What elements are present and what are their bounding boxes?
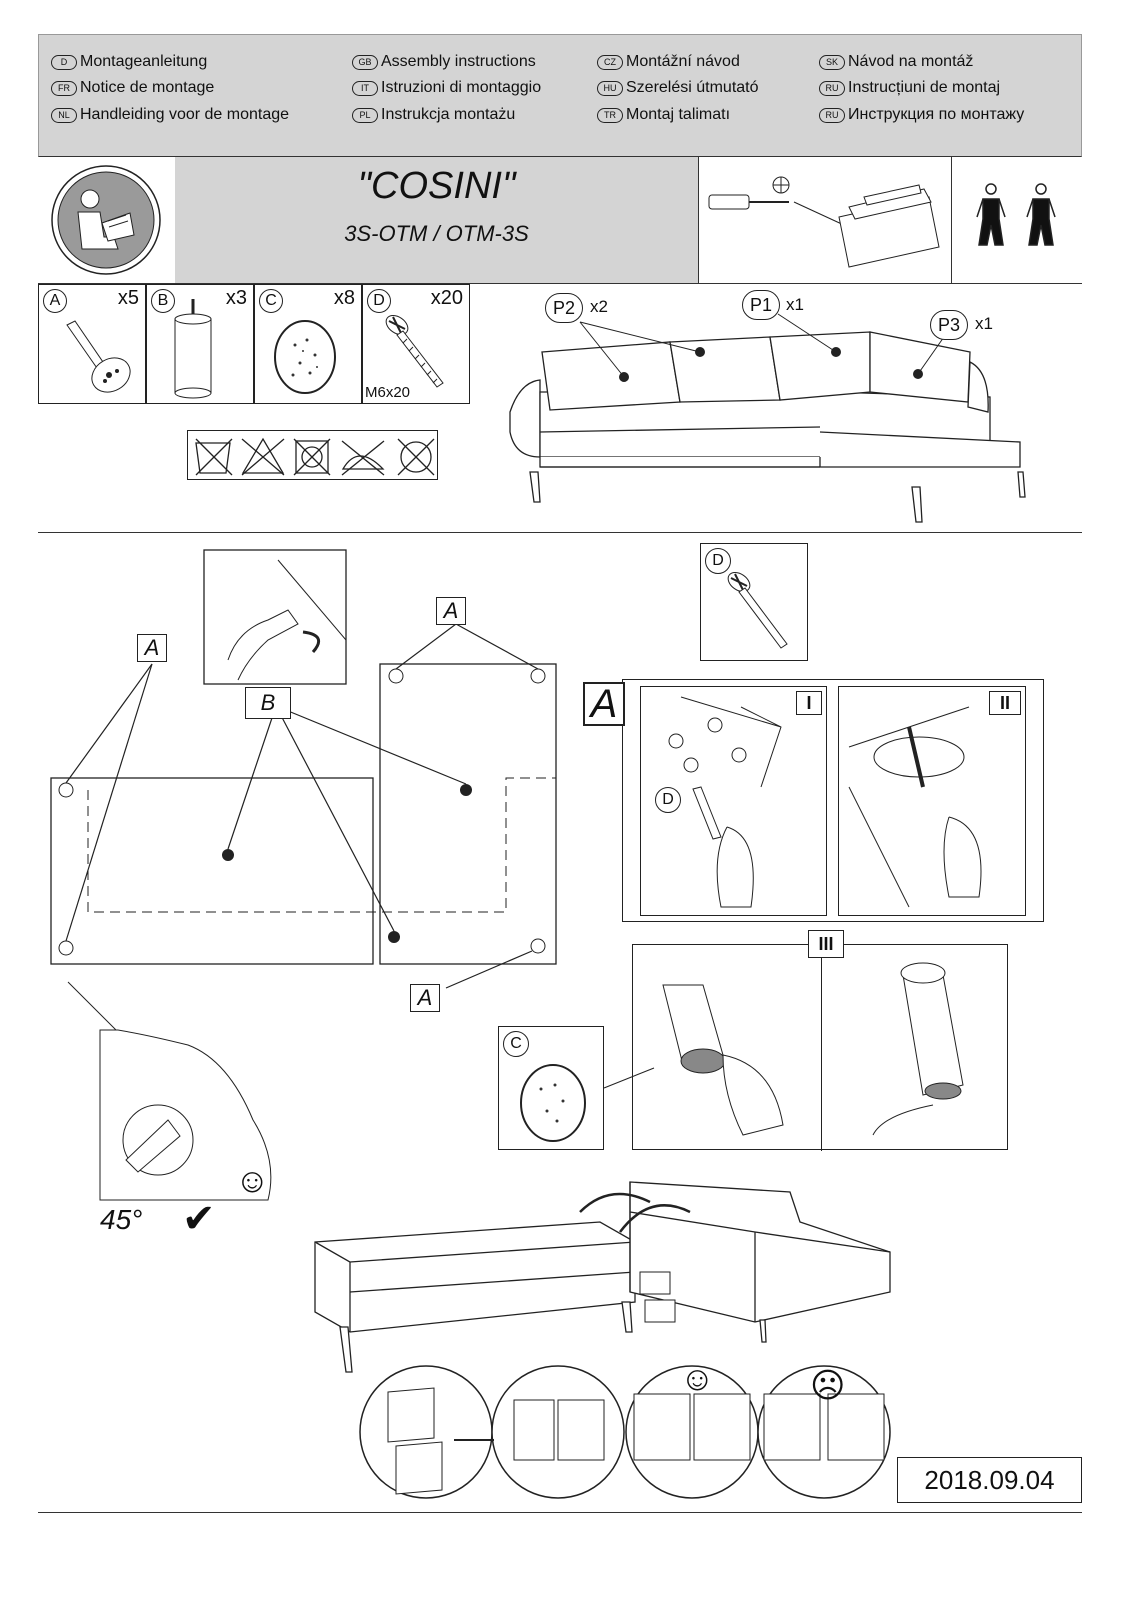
screw-size: M6x20 <box>365 384 411 401</box>
sofa-connection-illustration <box>314 1181 891 1373</box>
felt-pad-icon <box>274 320 336 394</box>
label-a-2: A <box>436 597 466 625</box>
tighten-illustration <box>848 706 982 908</box>
screw-icon <box>727 571 788 649</box>
step-a-label: A <box>583 682 625 726</box>
section-divider <box>38 532 1082 533</box>
label-a-3: A <box>410 984 440 1012</box>
cylinder-leg-icon <box>174 299 212 399</box>
care-symbols <box>187 430 438 480</box>
screwdriver-toolbox-icon <box>708 176 940 268</box>
two-persons-icon <box>951 157 1082 283</box>
part-label: A <box>43 289 67 313</box>
title-row: "COSINI" 3S-OTM / OTM-3S <box>38 157 1082 284</box>
smiley-sad-icon: ☹ <box>810 1367 846 1405</box>
read-manual-icon <box>38 157 176 283</box>
product-name: "COSINI" <box>357 165 516 207</box>
smiley-icon: ☺ <box>235 1162 270 1200</box>
pillow-p3-qty: x1 <box>975 314 993 333</box>
sofa-overview-illustration <box>509 313 1026 523</box>
label-b: B <box>245 687 291 719</box>
pillow-p2-label: P2 <box>545 293 583 323</box>
step-iii-panel <box>632 944 1008 1151</box>
title-panel: "COSINI" 3S-OTM / OTM-3S <box>175 157 699 283</box>
tools-illustration <box>699 157 952 283</box>
step-ii-box: II <box>838 686 1026 916</box>
step-i-box: I D <box>640 686 827 916</box>
revision-date: 2018.09.04 <box>897 1457 1082 1503</box>
part-b-box: B x3 <box>146 284 254 404</box>
leg-icon <box>66 320 131 393</box>
pillow-p1-label: P1 <box>742 290 780 320</box>
pad-attach-illustration <box>662 962 964 1136</box>
underside-diagram <box>50 549 557 1201</box>
pillow-p1-qty: x1 <box>786 295 804 314</box>
felt-pad-detail-box: C <box>498 1026 604 1150</box>
smiley-happy-icon: ☺ <box>680 1360 715 1398</box>
check-icon: ✔ <box>182 1197 216 1241</box>
screw-icon <box>385 314 444 388</box>
angle-label: 45° <box>100 1204 143 1235</box>
part-qty: x5 <box>117 287 139 309</box>
part-d-box: D x20 M6x20 <box>362 284 470 404</box>
pillow-p2-qty: x2 <box>590 297 608 316</box>
felt-pad-icon <box>520 1064 586 1142</box>
label-a-1: A <box>137 634 167 662</box>
bracket-detail-circles <box>359 1365 891 1499</box>
screw-in-illustration <box>668 696 782 908</box>
product-model: 3S-OTM / OTM-3S <box>344 221 529 246</box>
pillow-p3-label: P3 <box>930 310 968 340</box>
footer-line <box>38 1512 1082 1513</box>
part-c-box: C x8 <box>254 284 362 404</box>
part-a-box: A x5 <box>38 284 146 404</box>
screw-detail-box: D <box>700 543 808 661</box>
step-iii-label: III <box>808 930 844 958</box>
